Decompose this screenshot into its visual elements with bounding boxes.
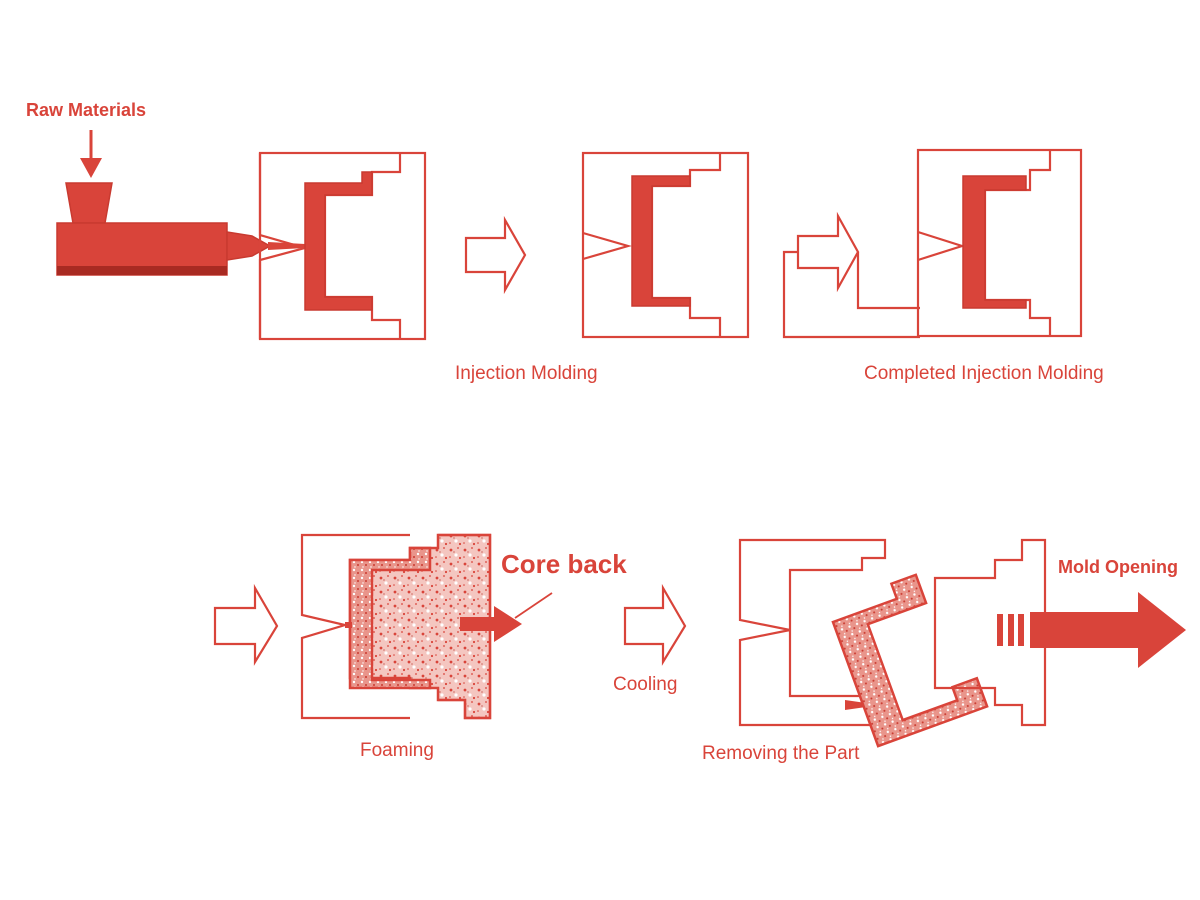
mold-opening-dash-2 [1008, 614, 1014, 646]
ejected-part [831, 573, 989, 748]
core-back-arrow-head [494, 606, 522, 642]
mold-opening-arrow [997, 592, 1186, 668]
mold-1-cavity-fill [304, 171, 373, 311]
raw-materials-down-arrow [80, 130, 102, 178]
mold-2-fixed-half [582, 231, 632, 261]
mold-3-fixed-half [917, 230, 966, 262]
sprue [268, 242, 305, 250]
raw-materials-label: Raw Materials [26, 100, 146, 120]
core-back-indicator [460, 592, 553, 642]
foaming-sprue [345, 622, 352, 628]
mold-opening-arrow-shaft [1030, 612, 1140, 648]
completed-injection-molding-label: Completed Injection Molding [864, 363, 1104, 384]
mold-opening-dash-1 [997, 614, 1003, 646]
barrel-base-stripe [57, 266, 227, 275]
mold-2-injection [581, 151, 750, 339]
open-mold-moving-half [933, 538, 1047, 727]
mold-opening-dash-3 [1018, 614, 1024, 646]
hopper [65, 182, 113, 224]
core-back-arrow-shaft [460, 617, 494, 631]
cooling-label: Cooling [613, 674, 677, 695]
core-back-label: Core back [501, 549, 627, 579]
mold-2-frame [581, 151, 750, 339]
foaming-mold [300, 533, 492, 720]
removing-the-part-label: Removing the Part [702, 743, 860, 764]
connector-bracket [782, 250, 920, 339]
injection-machine [56, 182, 305, 276]
mold-3-frame [916, 148, 1083, 338]
process-arrow-1 [464, 215, 527, 295]
mold-opening-label: Mold Opening [1058, 557, 1178, 577]
process-arrow-3 [213, 583, 279, 666]
open-mold-moving-outline [933, 538, 1047, 727]
foaming-moving-outline [438, 533, 492, 720]
injection-molding-label: Injection Molding [455, 363, 598, 384]
ejected-part-body [831, 573, 989, 748]
foam-part-skin [348, 546, 432, 690]
mold-2-cavity-fill [631, 175, 691, 307]
foaming-label: Foaming [360, 740, 434, 761]
core-back-leader-line [514, 592, 553, 619]
mold-3-completed [916, 148, 1083, 338]
mold-1-empty [258, 151, 427, 341]
process-arrow-2 [796, 211, 860, 293]
mold-1-frame [258, 151, 427, 341]
mold-3-cavity-fill [962, 175, 1027, 309]
mold-opening-arrow-head [1138, 592, 1186, 668]
process-arrow-4 [623, 583, 687, 666]
process-arrow-2-group [782, 211, 920, 339]
